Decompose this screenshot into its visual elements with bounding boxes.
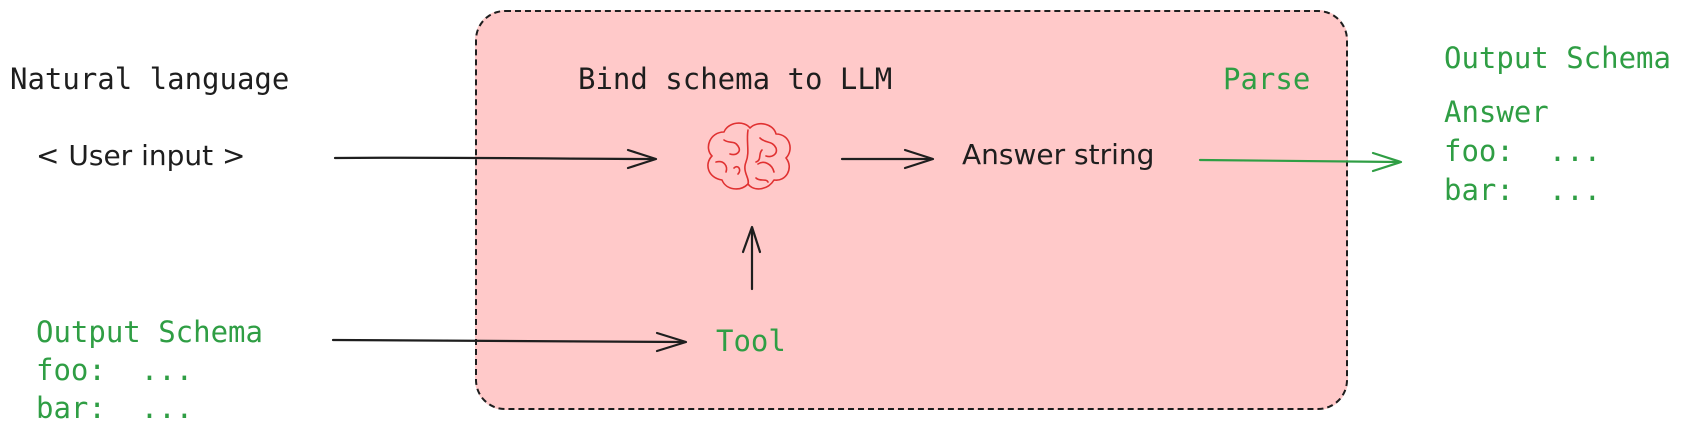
arrow-input-to-llm xyxy=(333,148,658,170)
arrow-tool-to-llm xyxy=(741,225,762,291)
arrow-llm-to-answer xyxy=(840,148,935,170)
right-output-schema: Output Schema Answer foo: ... bar: ... xyxy=(1444,44,1671,215)
arrow-answer-to-output xyxy=(1198,151,1403,173)
natural-language-title: Natural language xyxy=(10,62,290,96)
right-schema-line: foo: ... xyxy=(1444,134,1602,168)
right-schema-line: bar: ... xyxy=(1444,173,1602,207)
tool-label: Tool xyxy=(716,324,786,358)
left-output-schema: Output Schema foo: ... bar: ... xyxy=(36,318,263,432)
brain-icon xyxy=(700,118,796,203)
right-schema-title: Output Schema xyxy=(1444,41,1671,75)
user-input-label: < User input > xyxy=(36,139,246,172)
arrow-schema-to-tool xyxy=(331,331,688,353)
right-schema-line: Answer xyxy=(1444,95,1549,129)
answer-string-label: Answer string xyxy=(962,138,1155,171)
left-schema-title: Output Schema xyxy=(36,315,263,349)
left-schema-line: bar: ... xyxy=(36,391,194,425)
parse-label: Parse xyxy=(1223,62,1311,96)
left-schema-line: foo: ... xyxy=(36,353,194,387)
bind-schema-title: Bind schema to LLM xyxy=(578,62,893,96)
llm-binding-region xyxy=(475,10,1348,410)
